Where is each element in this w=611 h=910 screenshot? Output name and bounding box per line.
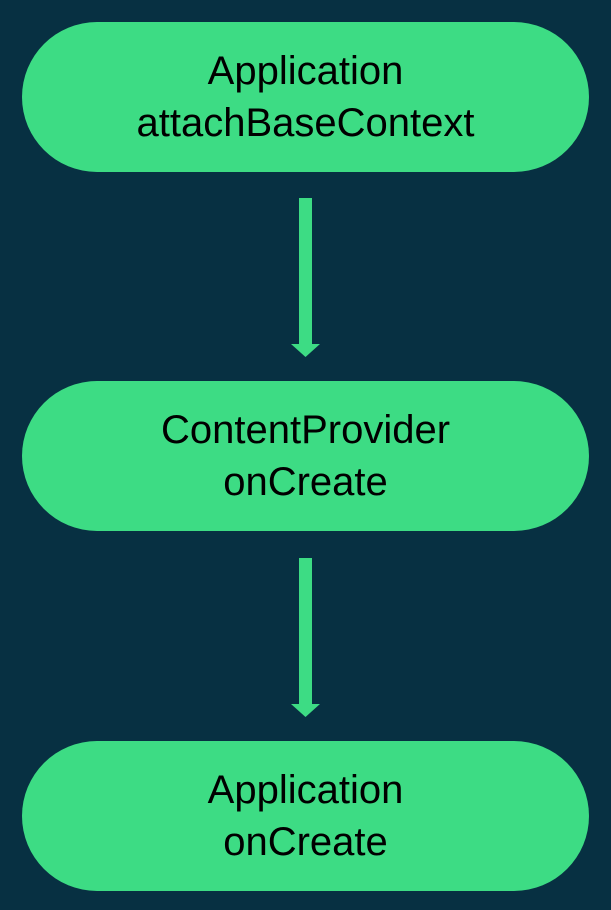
node-3-line-1: Application xyxy=(207,768,404,812)
node-3-line-2: onCreate xyxy=(223,820,388,864)
node-2-line-1: ContentProvider xyxy=(160,408,451,452)
node-application-attachbasecontext: Application attachBaseContext xyxy=(22,22,589,172)
node-contentprovider-oncreate: ContentProvider onCreate xyxy=(22,381,589,531)
arrow-down-icon xyxy=(291,558,320,717)
node-application-oncreate: Application onCreate xyxy=(22,741,589,891)
node-1-line-1: Application xyxy=(207,49,404,93)
arrow-down-icon xyxy=(291,198,320,357)
node-2-line-2: onCreate xyxy=(223,460,388,504)
node-1-line-2: attachBaseContext xyxy=(136,101,475,145)
